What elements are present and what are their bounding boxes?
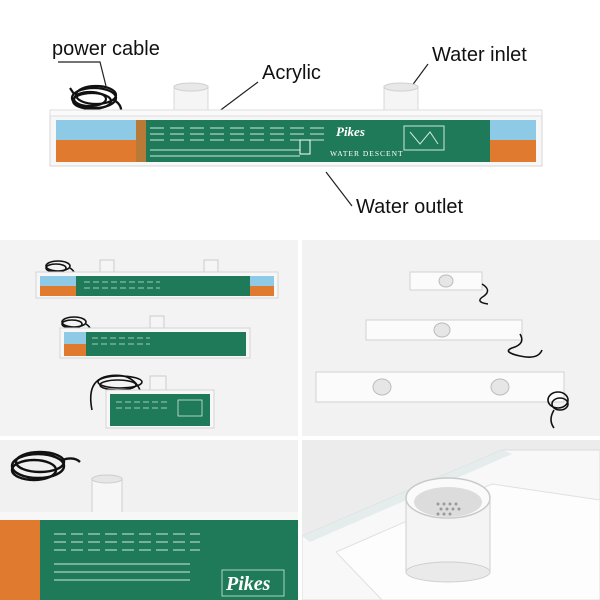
callout-water-inlet: Water inlet	[432, 44, 527, 66]
three-sizes-photo	[0, 240, 298, 436]
label-closeup-photo: Pikes	[0, 440, 298, 600]
fountain-medium	[59, 315, 251, 359]
plain-fountain-long	[315, 371, 569, 429]
closeup-brand-logo: Pikes	[225, 573, 271, 595]
fountain-large	[35, 259, 279, 299]
inlet-mesh	[436, 502, 461, 516]
inlet-pipe	[405, 477, 491, 583]
hero-panel: power cable Acrylic Water inlet Water ou…	[0, 0, 600, 236]
brand-logo: Pikes	[336, 124, 365, 139]
label-orange-block-right	[490, 140, 536, 162]
three-sizes-illustration	[35, 259, 279, 429]
inlet-closeup-photo	[302, 440, 600, 600]
leader-line-power-cable	[58, 61, 107, 87]
callout-acrylic: Acrylic	[262, 62, 321, 84]
plain-fountain-medium	[365, 319, 543, 358]
inlet-closeup-illustration	[302, 449, 600, 600]
fountain-small	[89, 374, 215, 429]
label-closeup-illustration: Pikes	[0, 450, 298, 600]
callout-power-cable: power cable	[52, 38, 160, 60]
plain-fountain-short	[409, 271, 489, 305]
label-orange-block-left	[56, 140, 136, 162]
brand-subtitle: WATER DESCENT	[330, 149, 404, 158]
plain-units-photo	[302, 240, 600, 436]
label-fine-print	[150, 127, 330, 157]
ce-mark	[299, 139, 311, 155]
plain-units-illustration	[315, 271, 569, 429]
label-blue-block-right	[490, 120, 536, 140]
install-diagram	[403, 125, 445, 151]
closeup-orange-strip	[0, 520, 40, 600]
leader-line-water-outlet	[325, 171, 353, 207]
closeup-power-cable	[10, 450, 81, 482]
hero-fountain-illustration: Pikes WATER DESCENT	[49, 61, 543, 207]
label-blue-block-left	[56, 120, 136, 140]
callout-water-outlet: Water outlet	[356, 196, 464, 218]
leader-line-acrylic	[217, 81, 259, 113]
